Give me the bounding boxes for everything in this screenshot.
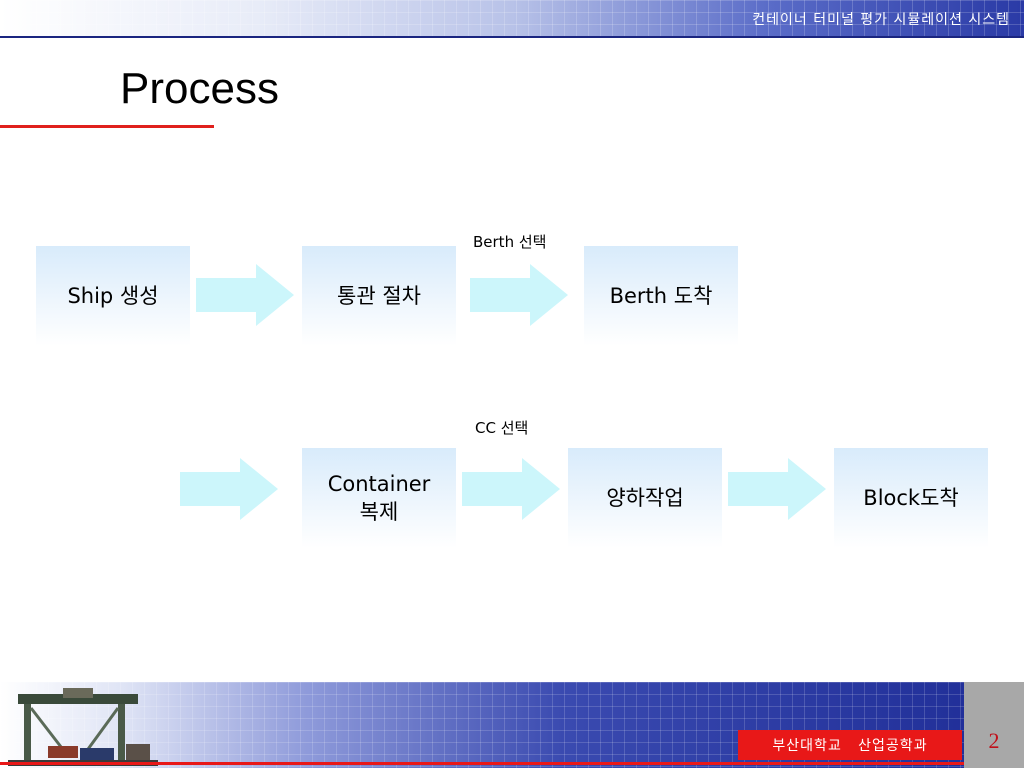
process-box-label: Block도착 — [863, 485, 959, 510]
flow-arrow-2 — [470, 264, 568, 326]
process-box-label: 양하작업 — [606, 485, 684, 510]
arrow-label-berth-select: Berth 선택 — [473, 233, 547, 251]
arrow-label-cc-select: CC 선택 — [475, 419, 529, 437]
flow-arrow-1 — [196, 264, 294, 326]
process-box-ship-creation: Ship 생성 — [36, 246, 190, 346]
flow-arrow-4 — [462, 458, 560, 520]
flow-arrow-5 — [728, 458, 826, 520]
title-underline — [0, 125, 214, 128]
process-box-block-arrival: Block도착 — [834, 448, 988, 548]
process-box-berth-arrival: Berth 도착 — [584, 246, 738, 346]
process-box-label: Berth 도착 — [609, 283, 713, 308]
page-number-panel — [964, 682, 1024, 768]
footer-red-line — [0, 762, 964, 765]
crane-illustration — [8, 688, 158, 766]
process-box-unloading: 양하작업 — [568, 448, 722, 548]
page-title: Process — [120, 64, 279, 113]
top-banner — [0, 0, 1024, 36]
page-number: 2 — [988, 728, 1000, 753]
footer-institution-label: 부산대학교 산업공학과 — [772, 738, 928, 754]
process-box-container-copy: Container 복제 — [302, 448, 456, 548]
process-box-label: Ship 생성 — [67, 283, 159, 308]
footer-institution-box: 부산대학교 산업공학과 — [738, 730, 962, 760]
banner-divider — [0, 36, 1024, 38]
process-box-label: 통관 절차 — [337, 283, 421, 308]
process-box-customs: 통관 절차 — [302, 246, 456, 346]
process-box-label: Container 복제 — [327, 471, 431, 524]
flow-arrow-3 — [180, 458, 278, 520]
banner-title: 컨테이너 터미널 평가 시뮬레이션 시스템 — [752, 12, 1010, 28]
